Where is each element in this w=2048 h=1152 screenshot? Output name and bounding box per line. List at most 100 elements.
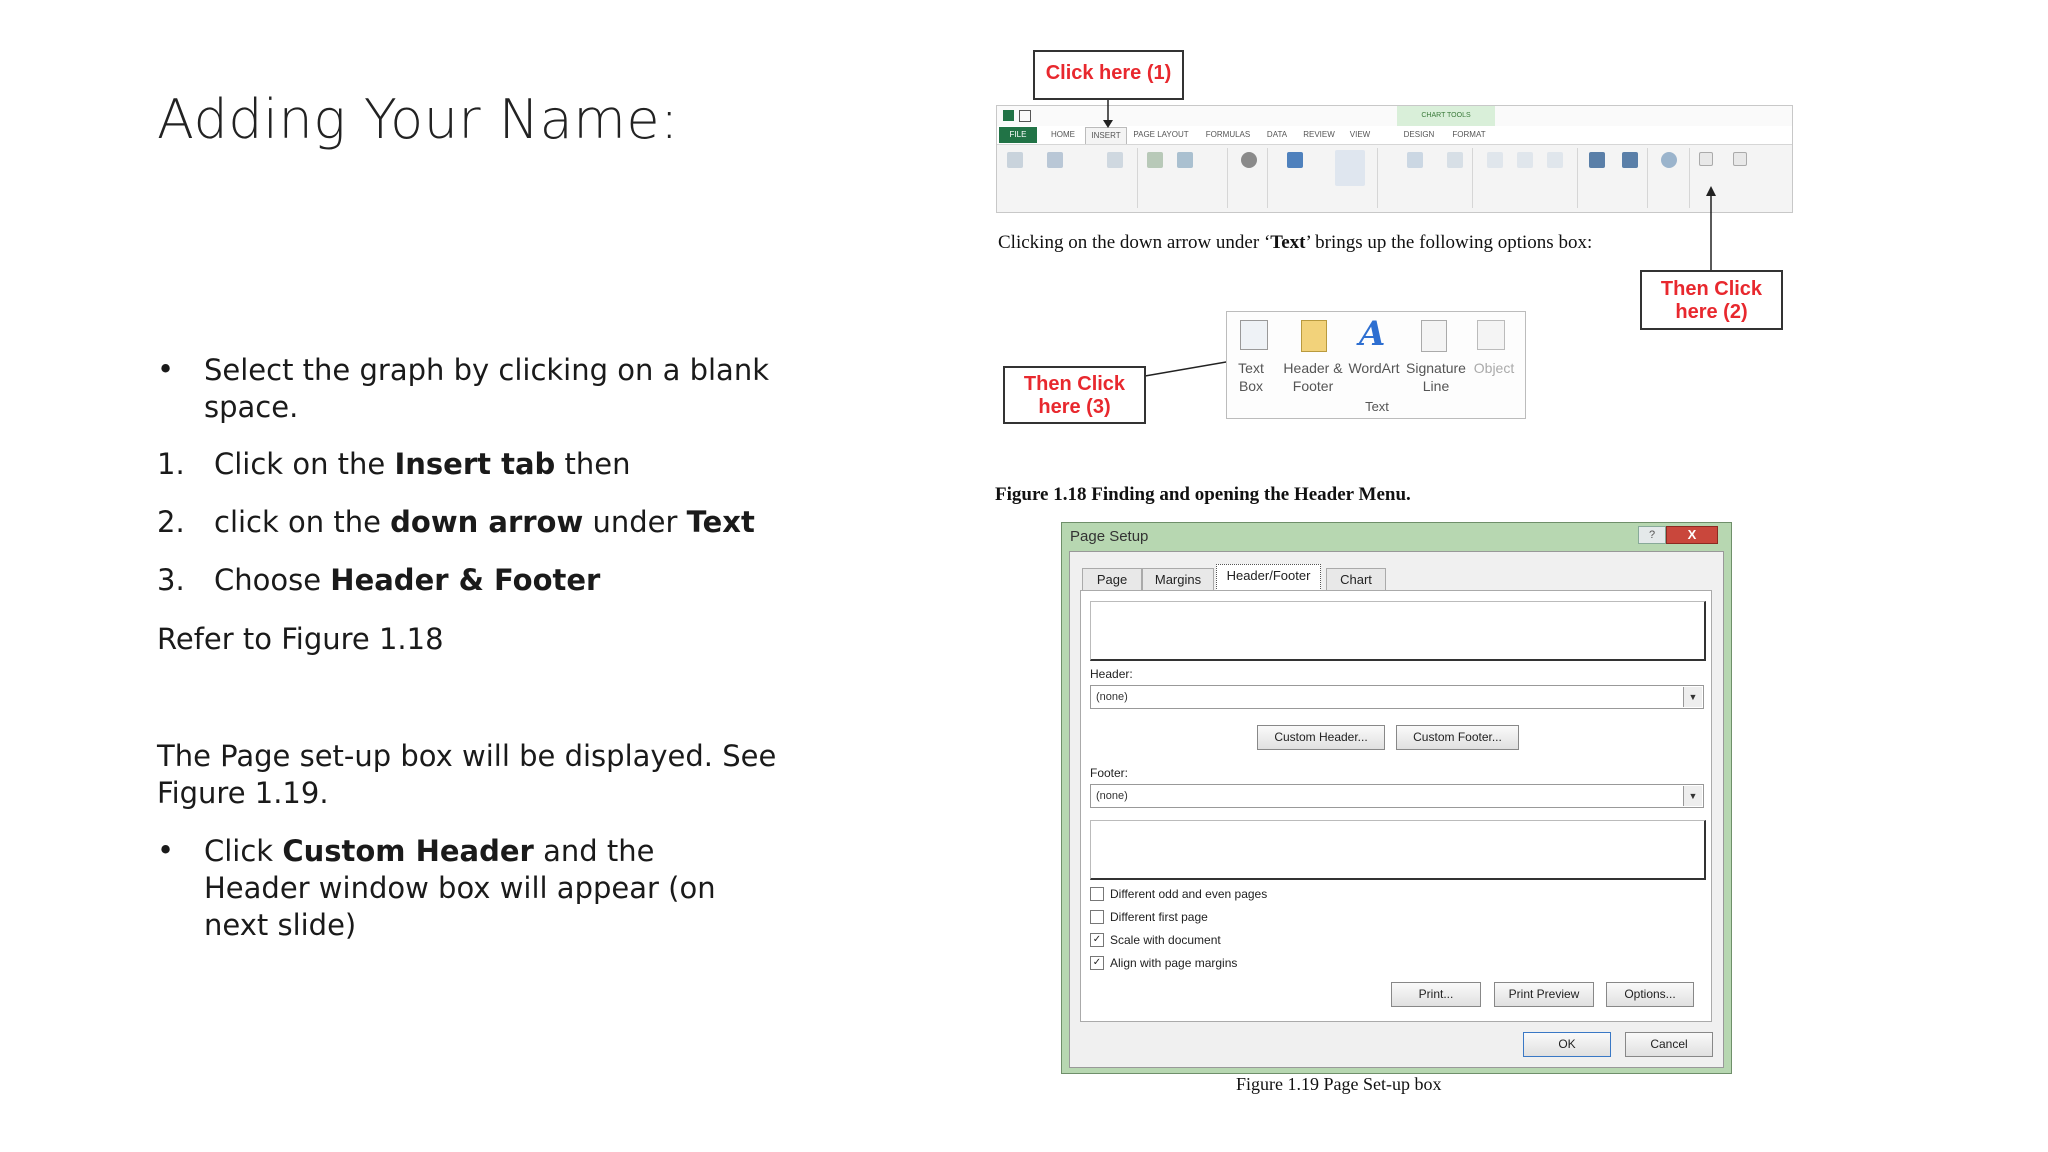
bullet-custom-header: Click Custom Header and the Header windo… (204, 834, 716, 942)
dialog-title: Page Setup (1070, 528, 1149, 545)
checkmark-icon[interactable]: ✓ (1090, 955, 1104, 970)
step-3-number: 3. (157, 563, 185, 597)
bullet-glyph: • (157, 833, 175, 867)
checkbox-scale-with-document[interactable]: ✓Scale with document (1090, 931, 1221, 947)
custom-footer-button[interactable]: Custom Footer... (1396, 725, 1519, 750)
tab-page-layout[interactable]: PAGE LAYOUT (1133, 130, 1189, 139)
tab-chart[interactable]: Chart (1326, 568, 1386, 590)
print-preview-button[interactable]: Print Preview (1494, 982, 1594, 1007)
tab-view[interactable]: VIEW (1349, 130, 1371, 139)
tab-data[interactable]: DATA (1266, 130, 1288, 139)
figure-118-caption: Figure 1.18 Finding and opening the Head… (995, 484, 1411, 505)
footer-preview (1090, 820, 1706, 880)
dialog-body: Page Margins Header/Footer Chart Header:… (1069, 551, 1724, 1068)
sparkline-column-icon[interactable] (1517, 152, 1533, 168)
callout-then-click-here-3: Then Click here (3) (1003, 366, 1146, 424)
help-button[interactable]: ? (1638, 526, 1666, 544)
wordart-icon[interactable]: A (1359, 314, 1386, 354)
table-icon[interactable] (1107, 152, 1123, 168)
page-setup-text: The Page set-up box will be displayed. S… (157, 739, 777, 810)
checkmark-icon[interactable]: ✓ (1090, 932, 1104, 947)
tab-header-footer[interactable]: Header/Footer (1216, 564, 1321, 591)
ribbon-divider (1577, 148, 1578, 208)
options-button[interactable]: Options... (1606, 982, 1694, 1007)
ribbon-divider (1377, 148, 1378, 208)
ribbon-divider (1647, 148, 1648, 208)
timeline-icon[interactable] (1622, 152, 1638, 168)
hyperlink-icon[interactable] (1661, 152, 1677, 168)
symbols-icon[interactable] (1733, 152, 1747, 166)
step-2-number: 2. (157, 505, 185, 539)
tab-insert[interactable]: INSERT (1085, 127, 1127, 144)
ok-button[interactable]: OK (1523, 1032, 1611, 1057)
checkbox-align-with-margins[interactable]: ✓Align with page margins (1090, 954, 1237, 970)
object-label: Object (1473, 360, 1515, 376)
signature-line-icon[interactable] (1421, 320, 1447, 352)
pictures-icon[interactable] (1147, 152, 1163, 168)
tab-file[interactable]: FILE (999, 127, 1037, 143)
charts-icon[interactable] (1335, 150, 1365, 186)
tab-format[interactable]: FORMAT (1452, 130, 1486, 139)
footer-select[interactable]: (none) ▼ (1090, 784, 1704, 808)
recommended-charts-icon[interactable] (1287, 152, 1303, 168)
object-icon[interactable] (1477, 320, 1505, 350)
text-options-box: A Text Box Header & Footer WordArt Signa… (1226, 311, 1526, 419)
sparkline-winloss-icon[interactable] (1547, 152, 1563, 168)
header-select[interactable]: (none) ▼ (1090, 685, 1704, 709)
close-button[interactable]: X (1666, 526, 1718, 544)
apps-icon[interactable] (1241, 152, 1257, 168)
bullet-glyph: • (157, 352, 175, 386)
header-select-value: (none) (1096, 691, 1128, 703)
slide-title: Adding Your Name: (157, 88, 679, 151)
sparkline-line-icon[interactable] (1487, 152, 1503, 168)
text-box-label[interactable]: Text Box (1238, 360, 1264, 394)
tab-formulas[interactable]: FORMULAS (1205, 130, 1251, 139)
ribbon-tabs: FILE HOME INSERT PAGE LAYOUT FORMULAS DA… (997, 126, 1792, 145)
excel-logo-icon (1003, 110, 1014, 121)
callout-click-here-1: Click here (1) (1033, 50, 1184, 100)
text-dropdown-icon[interactable] (1699, 152, 1713, 166)
header-preview (1090, 601, 1706, 661)
text-group-label: Text (1365, 399, 1389, 414)
header-footer-label[interactable]: Header & Footer (1283, 360, 1343, 394)
ribbon-divider (1472, 148, 1473, 208)
text-box-icon[interactable] (1240, 320, 1268, 350)
custom-header-button[interactable]: Custom Header... (1257, 725, 1385, 750)
power-view-icon[interactable] (1447, 152, 1463, 168)
step-2-text: click on the down arrow under Text (214, 505, 755, 539)
checkbox-different-odd-even[interactable]: Different odd and even pages (1090, 885, 1267, 901)
step-3-text: Choose Header & Footer (214, 563, 601, 597)
chart-tools-label: CHART TOOLS (1397, 106, 1495, 126)
tab-design[interactable]: DESIGN (1403, 130, 1435, 139)
refer-figure-text: Refer to Figure 1.18 (157, 622, 444, 656)
footer-select-value: (none) (1096, 790, 1128, 802)
callout-then-click-here-2: Then Click here (2) (1640, 270, 1783, 330)
tab-margins[interactable]: Margins (1142, 568, 1214, 590)
tab-home[interactable]: HOME (1051, 130, 1075, 139)
print-button[interactable]: Print... (1391, 982, 1481, 1007)
chevron-down-icon[interactable]: ▼ (1683, 786, 1702, 806)
step-1-number: 1. (157, 447, 185, 481)
checkbox-icon[interactable] (1090, 886, 1104, 901)
ribbon-divider (1227, 148, 1228, 208)
figure-119-caption: Figure 1.19 Page Set-up box (1236, 1074, 1442, 1094)
pivotchart-icon[interactable] (1407, 152, 1423, 168)
checkbox-icon[interactable] (1090, 909, 1104, 924)
footer-label: Footer: (1090, 766, 1129, 780)
save-icon (1019, 110, 1031, 122)
chevron-down-icon[interactable]: ▼ (1683, 687, 1702, 707)
ribbon-titlebar: CHART TOOLS (997, 106, 1792, 127)
wordart-label[interactable]: WordArt (1348, 360, 1400, 376)
pivottable-icon[interactable] (1007, 152, 1023, 168)
online-pictures-icon[interactable] (1177, 152, 1193, 168)
signature-line-label[interactable]: Signature Line (1406, 360, 1466, 394)
recommended-pivottables-icon[interactable] (1047, 152, 1063, 168)
tab-review[interactable]: REVIEW (1303, 130, 1335, 139)
tab-page[interactable]: Page (1082, 568, 1142, 590)
checkbox-different-first-page[interactable]: Different first page (1090, 908, 1208, 924)
page-setup-dialog: Page Setup ? X Page Margins Header/Foote… (1061, 522, 1732, 1074)
ribbon-divider (1267, 148, 1268, 208)
cancel-button[interactable]: Cancel (1625, 1032, 1713, 1057)
slicer-icon[interactable] (1589, 152, 1605, 168)
header-footer-icon[interactable] (1301, 320, 1327, 352)
